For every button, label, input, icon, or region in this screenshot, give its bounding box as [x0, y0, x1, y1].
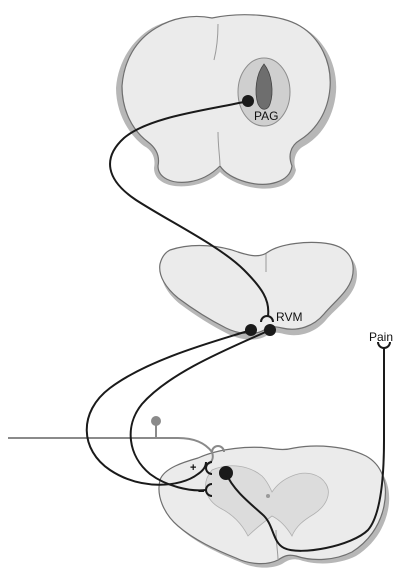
pain-label: Pain: [369, 330, 393, 344]
dorsal-root-ganglion-cell: [151, 416, 161, 426]
primary-afferent: [8, 416, 213, 464]
central-canal: [266, 494, 270, 498]
pag-label: PAG: [254, 109, 278, 123]
pag-neuron: [242, 95, 254, 107]
inhibition-sign: −: [198, 486, 204, 498]
primary-afferent-axon: [8, 438, 212, 452]
rvm-label: RVM: [276, 310, 302, 324]
midbrain-section: [116, 15, 336, 189]
facilitation-sign: +: [190, 462, 196, 474]
medulla-section: [160, 242, 357, 339]
midbrain-outline: [122, 15, 330, 185]
